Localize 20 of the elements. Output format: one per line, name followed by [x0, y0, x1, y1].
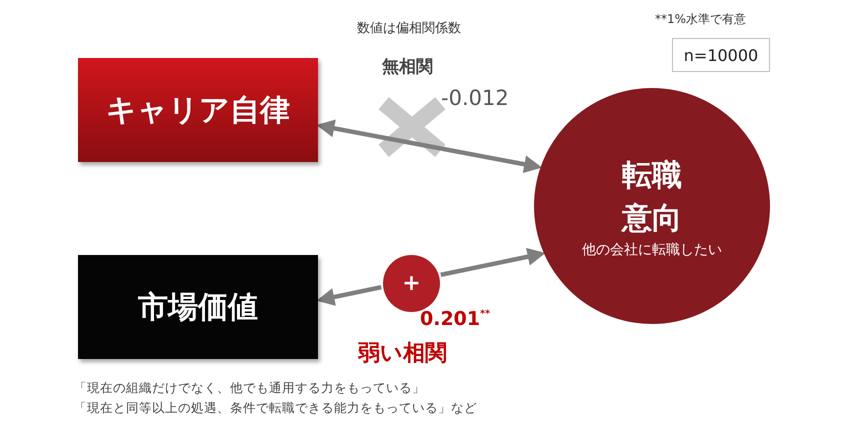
- node-title: 市場価値: [138, 288, 258, 326]
- node-title: 転職意向: [621, 156, 683, 238]
- note-text: **1%水準で有意: [655, 11, 746, 28]
- coefficient-value: -0.012: [441, 86, 509, 110]
- node-subtitle: 他の会社に転職したい: [582, 240, 722, 258]
- description-text: 「現在と同等以上の処遇、条件で転職できる能力をもっている」など: [74, 400, 477, 417]
- node-title: キャリア自律: [106, 92, 290, 130]
- correlation-label: 無相関: [382, 56, 433, 78]
- sample-size-box: [672, 38, 770, 72]
- correlation-label: 弱い相関: [358, 340, 447, 368]
- sample-size-text: n=10000: [684, 46, 758, 64]
- coefficient-value: 0.201$^{**}$: [420, 308, 490, 330]
- factor-box: [78, 58, 318, 162]
- plus-sign: +: [402, 271, 421, 296]
- arrow: [440, 248, 546, 278]
- note-text: 数値は偏相関係数: [357, 20, 461, 37]
- arrow: [316, 285, 382, 306]
- description-text: 「現在の組織だけでなく、他でも通用する力をもっている」: [74, 380, 425, 397]
- arrow: [316, 120, 542, 174]
- factor-box: [78, 255, 318, 359]
